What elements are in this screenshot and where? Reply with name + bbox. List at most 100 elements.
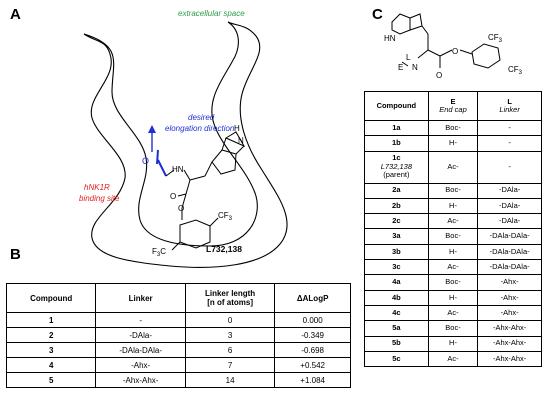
cell-linker: -DAla-DAla- [477, 259, 542, 276]
header-l-label: L [507, 96, 512, 106]
cell-linker: -DAla-DAla- [477, 243, 542, 261]
cell-end-cap: Ac- [427, 350, 479, 368]
cell-end-cap: Boc- [427, 182, 479, 199]
l732138-structure [165, 131, 246, 251]
c-cf3-top: CF3 [488, 33, 503, 44]
panel-label-a: A [10, 6, 21, 23]
elongation-arrowhead [148, 125, 156, 133]
linker-table: Compound Linker Linker length [n of atom… [5, 283, 351, 388]
cell-alogp: 0.000 [274, 312, 351, 328]
cell-compound: 2b [364, 197, 429, 215]
cell-compound: 1a [364, 119, 429, 137]
cell-compound: 4a [364, 274, 429, 291]
c-hn: HN [384, 34, 396, 43]
header-linker-length-2: [n of atoms] [207, 298, 253, 307]
cell-linker: - [477, 150, 542, 184]
cell-length: 6 [184, 342, 276, 358]
cell-end-cap: Ac- [427, 304, 479, 322]
cell-linker: -Ahx- [477, 274, 542, 291]
cell-compound: 5 [5, 372, 97, 388]
cell-linker: - [477, 135, 542, 152]
cell-linker: - [95, 312, 186, 328]
linker-table-header: Compound Linker Linker length [n of atom… [5, 283, 351, 313]
f3c-left: F3C [152, 247, 166, 258]
cell-compound: 3a [364, 228, 429, 245]
cell-linker: -DAla- [477, 197, 542, 215]
parent-tag: (parent) [383, 170, 410, 180]
cell-end-cap: H- [427, 243, 479, 261]
cell-compound: 2a [364, 182, 429, 199]
cell-compound: 5c [364, 350, 429, 368]
c-l: L [406, 53, 411, 62]
cell-length: 0 [184, 312, 276, 328]
c-n: N [412, 63, 418, 72]
table-row: 2-DAla-3-0.349 [5, 327, 351, 343]
table-row: 3-DAla-DAla-6-0.698 [5, 342, 351, 358]
ester-o1: O [170, 192, 176, 201]
cell-compound: 3b [364, 243, 429, 261]
panel-a-figure: extracellular space hNK1R binding site d… [79, 9, 288, 268]
cell-linker: -Ahx-Ahx- [477, 335, 542, 352]
indole-n: N [238, 136, 244, 145]
direction-label-2: elongation direction [165, 124, 235, 133]
table-row: 4-Ahx-7+0.542 [5, 357, 351, 373]
cell-compound: 1b [364, 135, 429, 152]
amide-hn: HN [172, 165, 184, 174]
cell-length: 14 [184, 372, 276, 388]
header-l: L Linker [477, 91, 542, 121]
c-o1: O [436, 71, 442, 80]
cell-alogp: +0.542 [274, 357, 351, 373]
header-linker: Linker [95, 283, 186, 313]
binding-site-label-2: binding site [79, 194, 120, 203]
cell-alogp: +1.084 [274, 372, 351, 388]
ester-o2: O [178, 204, 184, 213]
cell-linker: -Ahx-Ahx- [477, 350, 542, 368]
cell-length: 7 [184, 357, 276, 373]
cell-end-cap: Ac- [427, 259, 479, 276]
indole-n-h: H [234, 124, 240, 133]
cell-compound: 3c [364, 259, 429, 276]
acetyl-bond [157, 159, 167, 177]
cell-linker: -DAla- [95, 327, 186, 343]
cell-compound: 1 [5, 312, 97, 328]
binding-pocket-outline [83, 21, 288, 268]
cell-linker: - [477, 119, 542, 137]
cell-linker: -DAla- [477, 182, 542, 199]
cell-end-cap: Boc- [427, 320, 479, 337]
compound-label: L732,138 [206, 244, 242, 254]
parent-name: L732,138 [380, 161, 412, 171]
compound-table-header: Compound E End cap L Linker [364, 91, 542, 121]
header-e: E End cap [427, 91, 479, 121]
cell-linker: -Ahx-Ahx- [95, 372, 186, 388]
cell-end-cap: Boc- [427, 119, 479, 137]
binding-site-label-1: hNK1R [84, 183, 110, 192]
cell-linker: -Ahx- [477, 304, 542, 322]
c-e: E [398, 63, 403, 72]
cell-compound: 2c [364, 213, 429, 230]
acetyl-oxygen: O [142, 156, 149, 166]
cell-compound: 4b [364, 289, 429, 306]
cell-compound: 4 [5, 357, 97, 373]
cell-linker: -Ahx-Ahx- [477, 320, 542, 337]
cell-compound: 2 [5, 327, 97, 343]
panel-label-c: C [372, 6, 383, 23]
cell-linker: -DAla-DAla- [95, 342, 186, 358]
cf3-right: CF3 [218, 211, 233, 222]
header-linker-length: Linker length [n of atoms] [184, 283, 276, 313]
cell-end-cap: H- [427, 335, 479, 352]
cell-end-cap: Ac- [427, 150, 479, 184]
table-row: 5-Ahx-Ahx-14+1.084 [5, 372, 351, 388]
header-alogp: ΔALogP [274, 283, 351, 313]
direction-label-1: desired [188, 113, 215, 122]
cell-linker: -Ahx- [95, 357, 186, 373]
cell-end-cap: Boc- [427, 228, 479, 245]
